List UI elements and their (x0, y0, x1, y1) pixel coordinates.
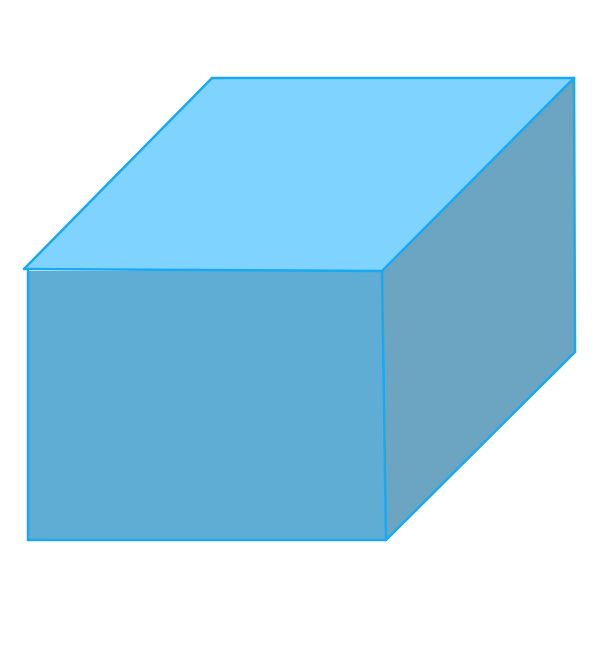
edge-top-left (22, 76, 214, 271)
prism-side-face (382, 78, 575, 540)
prism-front-face (28, 271, 386, 540)
edge-side-back (572, 76, 577, 354)
edge-top-right (380, 76, 576, 273)
edge-front-right (380, 269, 388, 542)
prism-top-face (24, 78, 574, 271)
edge-side-bottom (384, 350, 577, 542)
edge-front-top (22, 267, 384, 273)
